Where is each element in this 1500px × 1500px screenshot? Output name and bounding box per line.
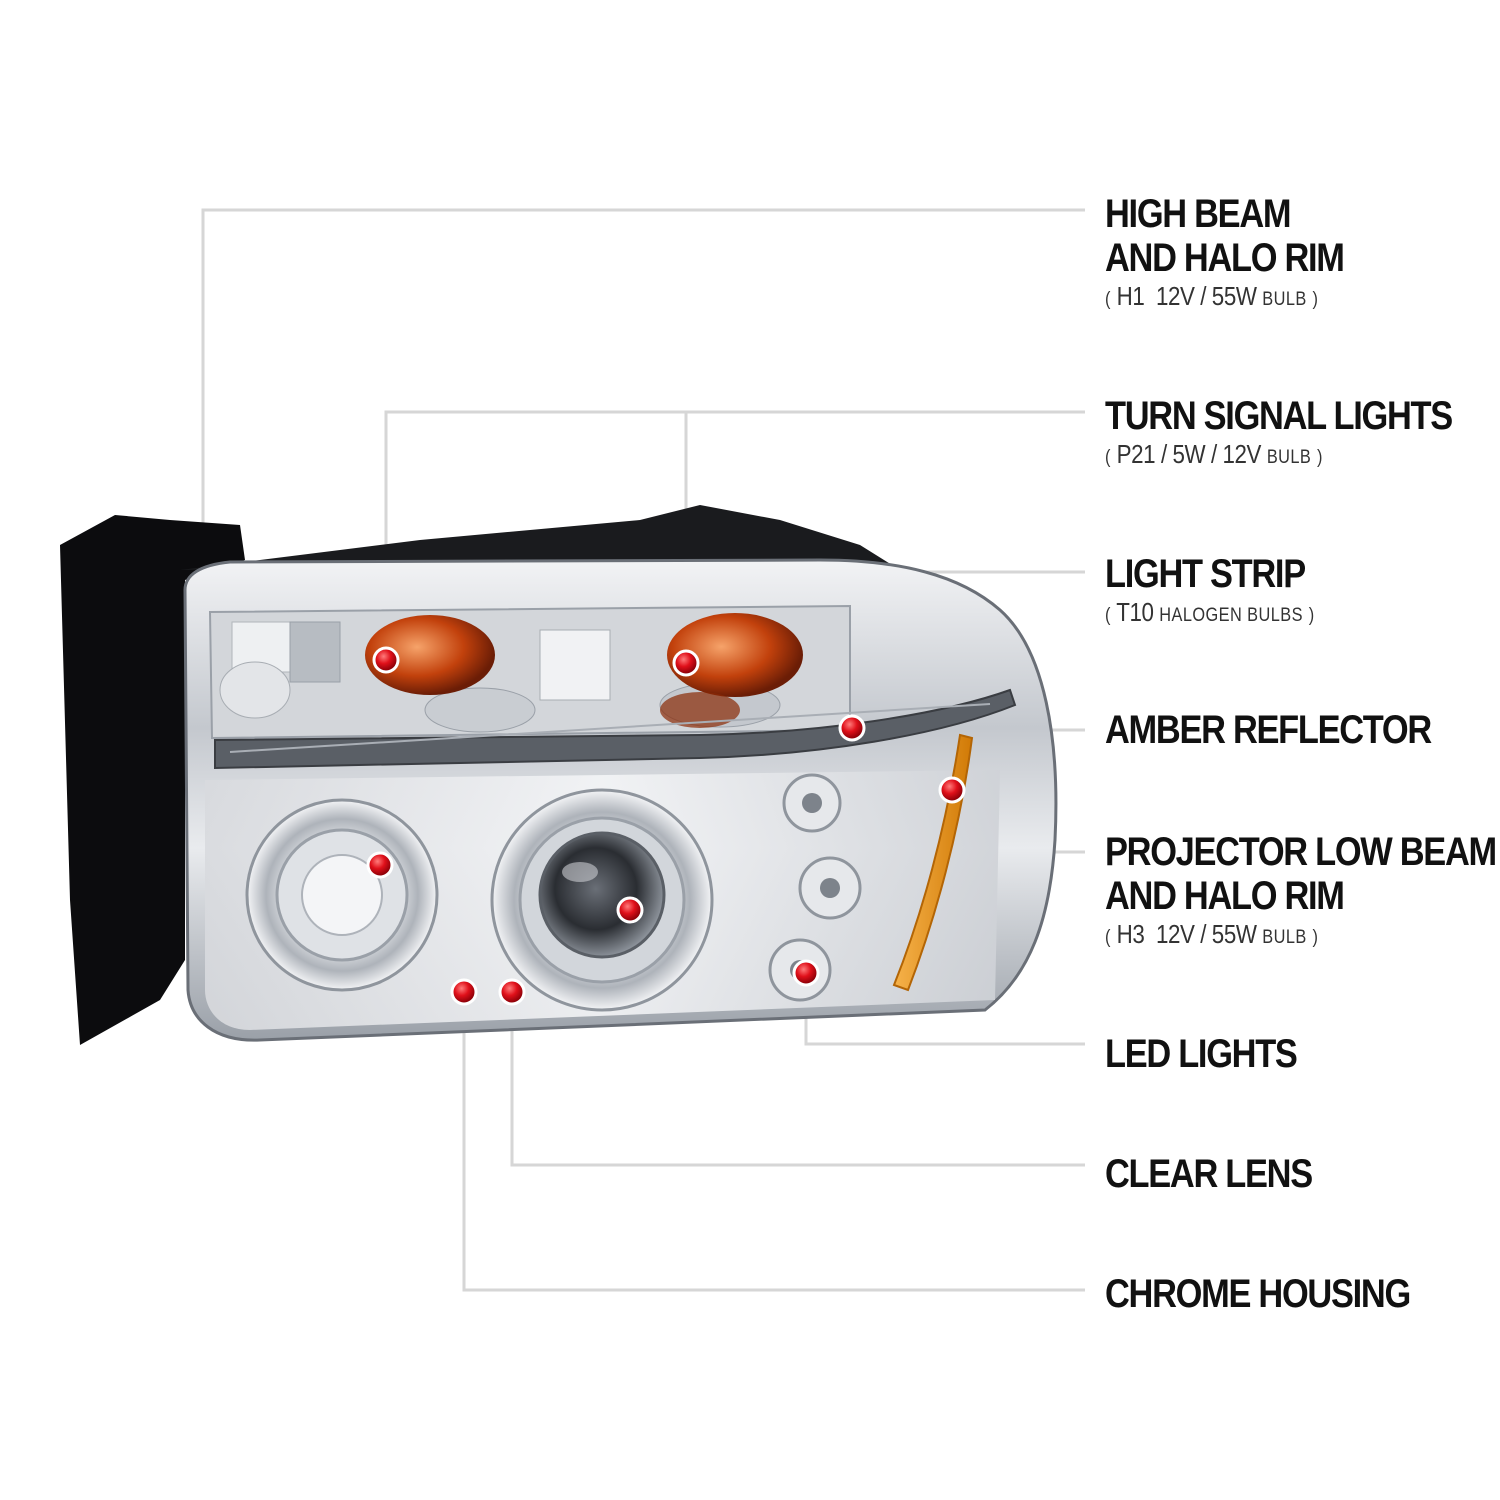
marker-turn-signal-left	[372, 646, 400, 674]
light-strip-highlight	[229, 703, 991, 753]
callout-spec: ( T10 HALOGEN BULBS )	[1105, 597, 1315, 627]
leader-chrome	[462, 992, 1085, 1292]
callout-title: CLEAR LENS	[1105, 1152, 1313, 1196]
upper-facet-2	[289, 621, 341, 683]
callout-title: PROJECTOR LOW BEAM	[1105, 830, 1497, 874]
turn-bulb-left	[365, 615, 495, 695]
callout-title: LED LIGHTS	[1105, 1032, 1298, 1076]
marker-clear-lens	[498, 978, 526, 1006]
callout-title: AND HALO RIM	[1105, 874, 1345, 918]
callout-markers	[366, 646, 966, 1006]
marker-chrome-housing	[450, 978, 478, 1006]
callout-projector: PROJECTOR LOW BEAM AND HALO RIM ( H3 12V…	[1105, 830, 1500, 954]
callout-light-strip: LIGHT STRIP ( T10 HALOGEN BULBS )	[1105, 552, 1349, 632]
callout-title: HIGH BEAM	[1105, 192, 1292, 236]
upper-facet-3	[219, 661, 291, 719]
upper-facet-5	[424, 687, 536, 733]
headlight-illustration	[60, 505, 1058, 1045]
callout-spec: ( H3 12V / 55W BULB )	[1105, 919, 1319, 949]
callout-chrome-housing: CHROME HOUSING	[1105, 1272, 1460, 1316]
marker-high-beam	[366, 851, 394, 879]
callout-amber-reflector: AMBER REFLECTOR	[1105, 708, 1484, 752]
marker-light-strip	[838, 714, 866, 742]
upper-facet-4	[539, 629, 611, 701]
led-light-2-core	[820, 878, 840, 898]
callout-clear-lens: CLEAR LENS	[1105, 1152, 1346, 1196]
callout-turn-signal: TURN SIGNAL LIGHTS ( P21 / 5W / 12V BULB…	[1105, 394, 1500, 474]
mounting-bracket	[60, 515, 245, 1045]
callout-title: TURN SIGNAL LIGHTS	[1105, 394, 1453, 438]
high-beam-reflector	[301, 854, 383, 936]
callout-title: LIGHT STRIP	[1105, 552, 1306, 596]
turn-bulb-right	[667, 613, 803, 697]
leader-clear-lens	[510, 992, 1085, 1167]
callout-title: AND HALO RIM	[1105, 236, 1345, 280]
callout-title: CHROME HOUSING	[1105, 1272, 1411, 1316]
marker-led	[792, 959, 820, 987]
callout-title: AMBER REFLECTOR	[1105, 708, 1432, 752]
top-rear-housing	[180, 505, 900, 570]
callout-spec: ( P21 / 5W / 12V BULB )	[1105, 439, 1323, 469]
light-strip-bar	[214, 688, 1017, 770]
marker-projector	[616, 896, 644, 924]
marker-amber-reflector	[938, 776, 966, 804]
projector-glint	[562, 862, 598, 882]
turn-bulb-lower	[660, 692, 740, 728]
led-light-1-core	[802, 793, 822, 813]
projector-lens	[538, 831, 666, 959]
callout-spec: ( H1 12V / 55W BULB )	[1105, 281, 1319, 311]
callout-high-beam: HIGH BEAM AND HALO RIM ( H1 12V / 55W BU…	[1105, 192, 1383, 316]
marker-turn-signal-right	[672, 649, 700, 677]
callout-led-lights: LED LIGHTS	[1105, 1032, 1328, 1076]
